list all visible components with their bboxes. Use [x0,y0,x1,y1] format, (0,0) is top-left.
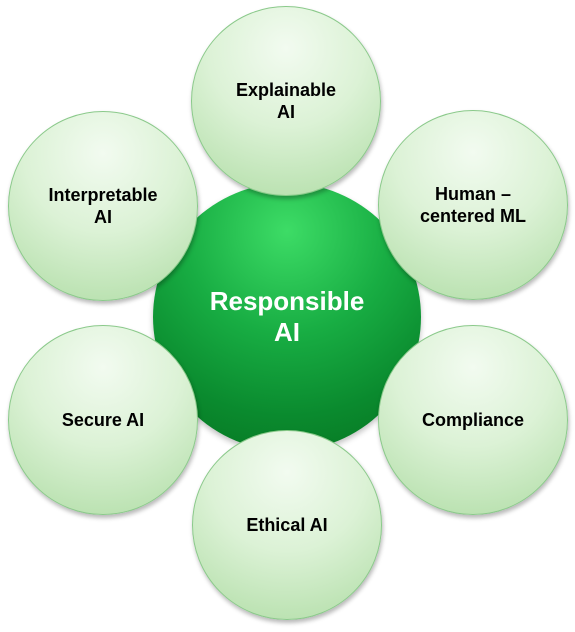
node-label-human-centered-ml: Human – centered ML [419,184,527,226]
node-label-ethical-ai: Ethical AI [246,515,328,535]
node-label-compliance: Compliance [421,410,525,430]
node-explainable-ai: Explainable AI [191,6,381,196]
node-human-centered-ml: Human – centered ML [378,110,568,300]
node-label-interpretable-ai: Interpretable AI [48,185,158,227]
node-compliance: Compliance [378,325,568,515]
node-secure-ai: Secure AI [8,325,198,515]
node-label-explainable-ai: Explainable AI [235,80,337,122]
center-node-label: Responsible AI [209,286,365,347]
node-interpretable-ai: Interpretable AI [8,111,198,301]
node-label-secure-ai: Secure AI [61,410,145,430]
center-node-responsible-ai: Responsible AI [153,183,421,451]
node-ethical-ai: Ethical AI [192,430,382,620]
